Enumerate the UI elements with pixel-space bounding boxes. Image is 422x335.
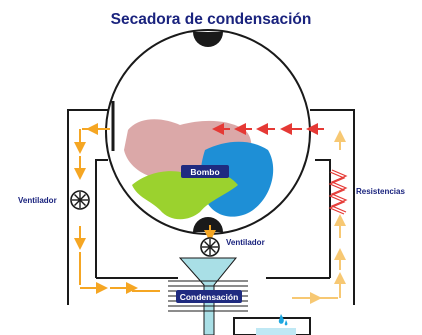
water-drop-icon xyxy=(278,314,288,326)
air-duct xyxy=(67,109,355,305)
drum-label: Bombo xyxy=(190,167,219,177)
drum-label-box xyxy=(181,165,229,178)
warm-air-flow xyxy=(74,123,160,294)
heater-label: Resistencias xyxy=(356,187,405,196)
water-tank xyxy=(233,317,311,335)
fan-bottom-label: Ventilador xyxy=(226,238,265,247)
clothes xyxy=(124,119,274,220)
condenser-label-box xyxy=(176,290,242,303)
fan-icon xyxy=(200,237,220,257)
cool-air-flow xyxy=(292,130,346,304)
heater-coil-icon xyxy=(328,169,348,215)
fan-left-label: Ventilador xyxy=(18,196,57,205)
condenser-label: Condensación xyxy=(180,292,239,302)
fan-icon xyxy=(70,190,90,210)
diagram-title: Secadora de condensación xyxy=(111,11,312,28)
